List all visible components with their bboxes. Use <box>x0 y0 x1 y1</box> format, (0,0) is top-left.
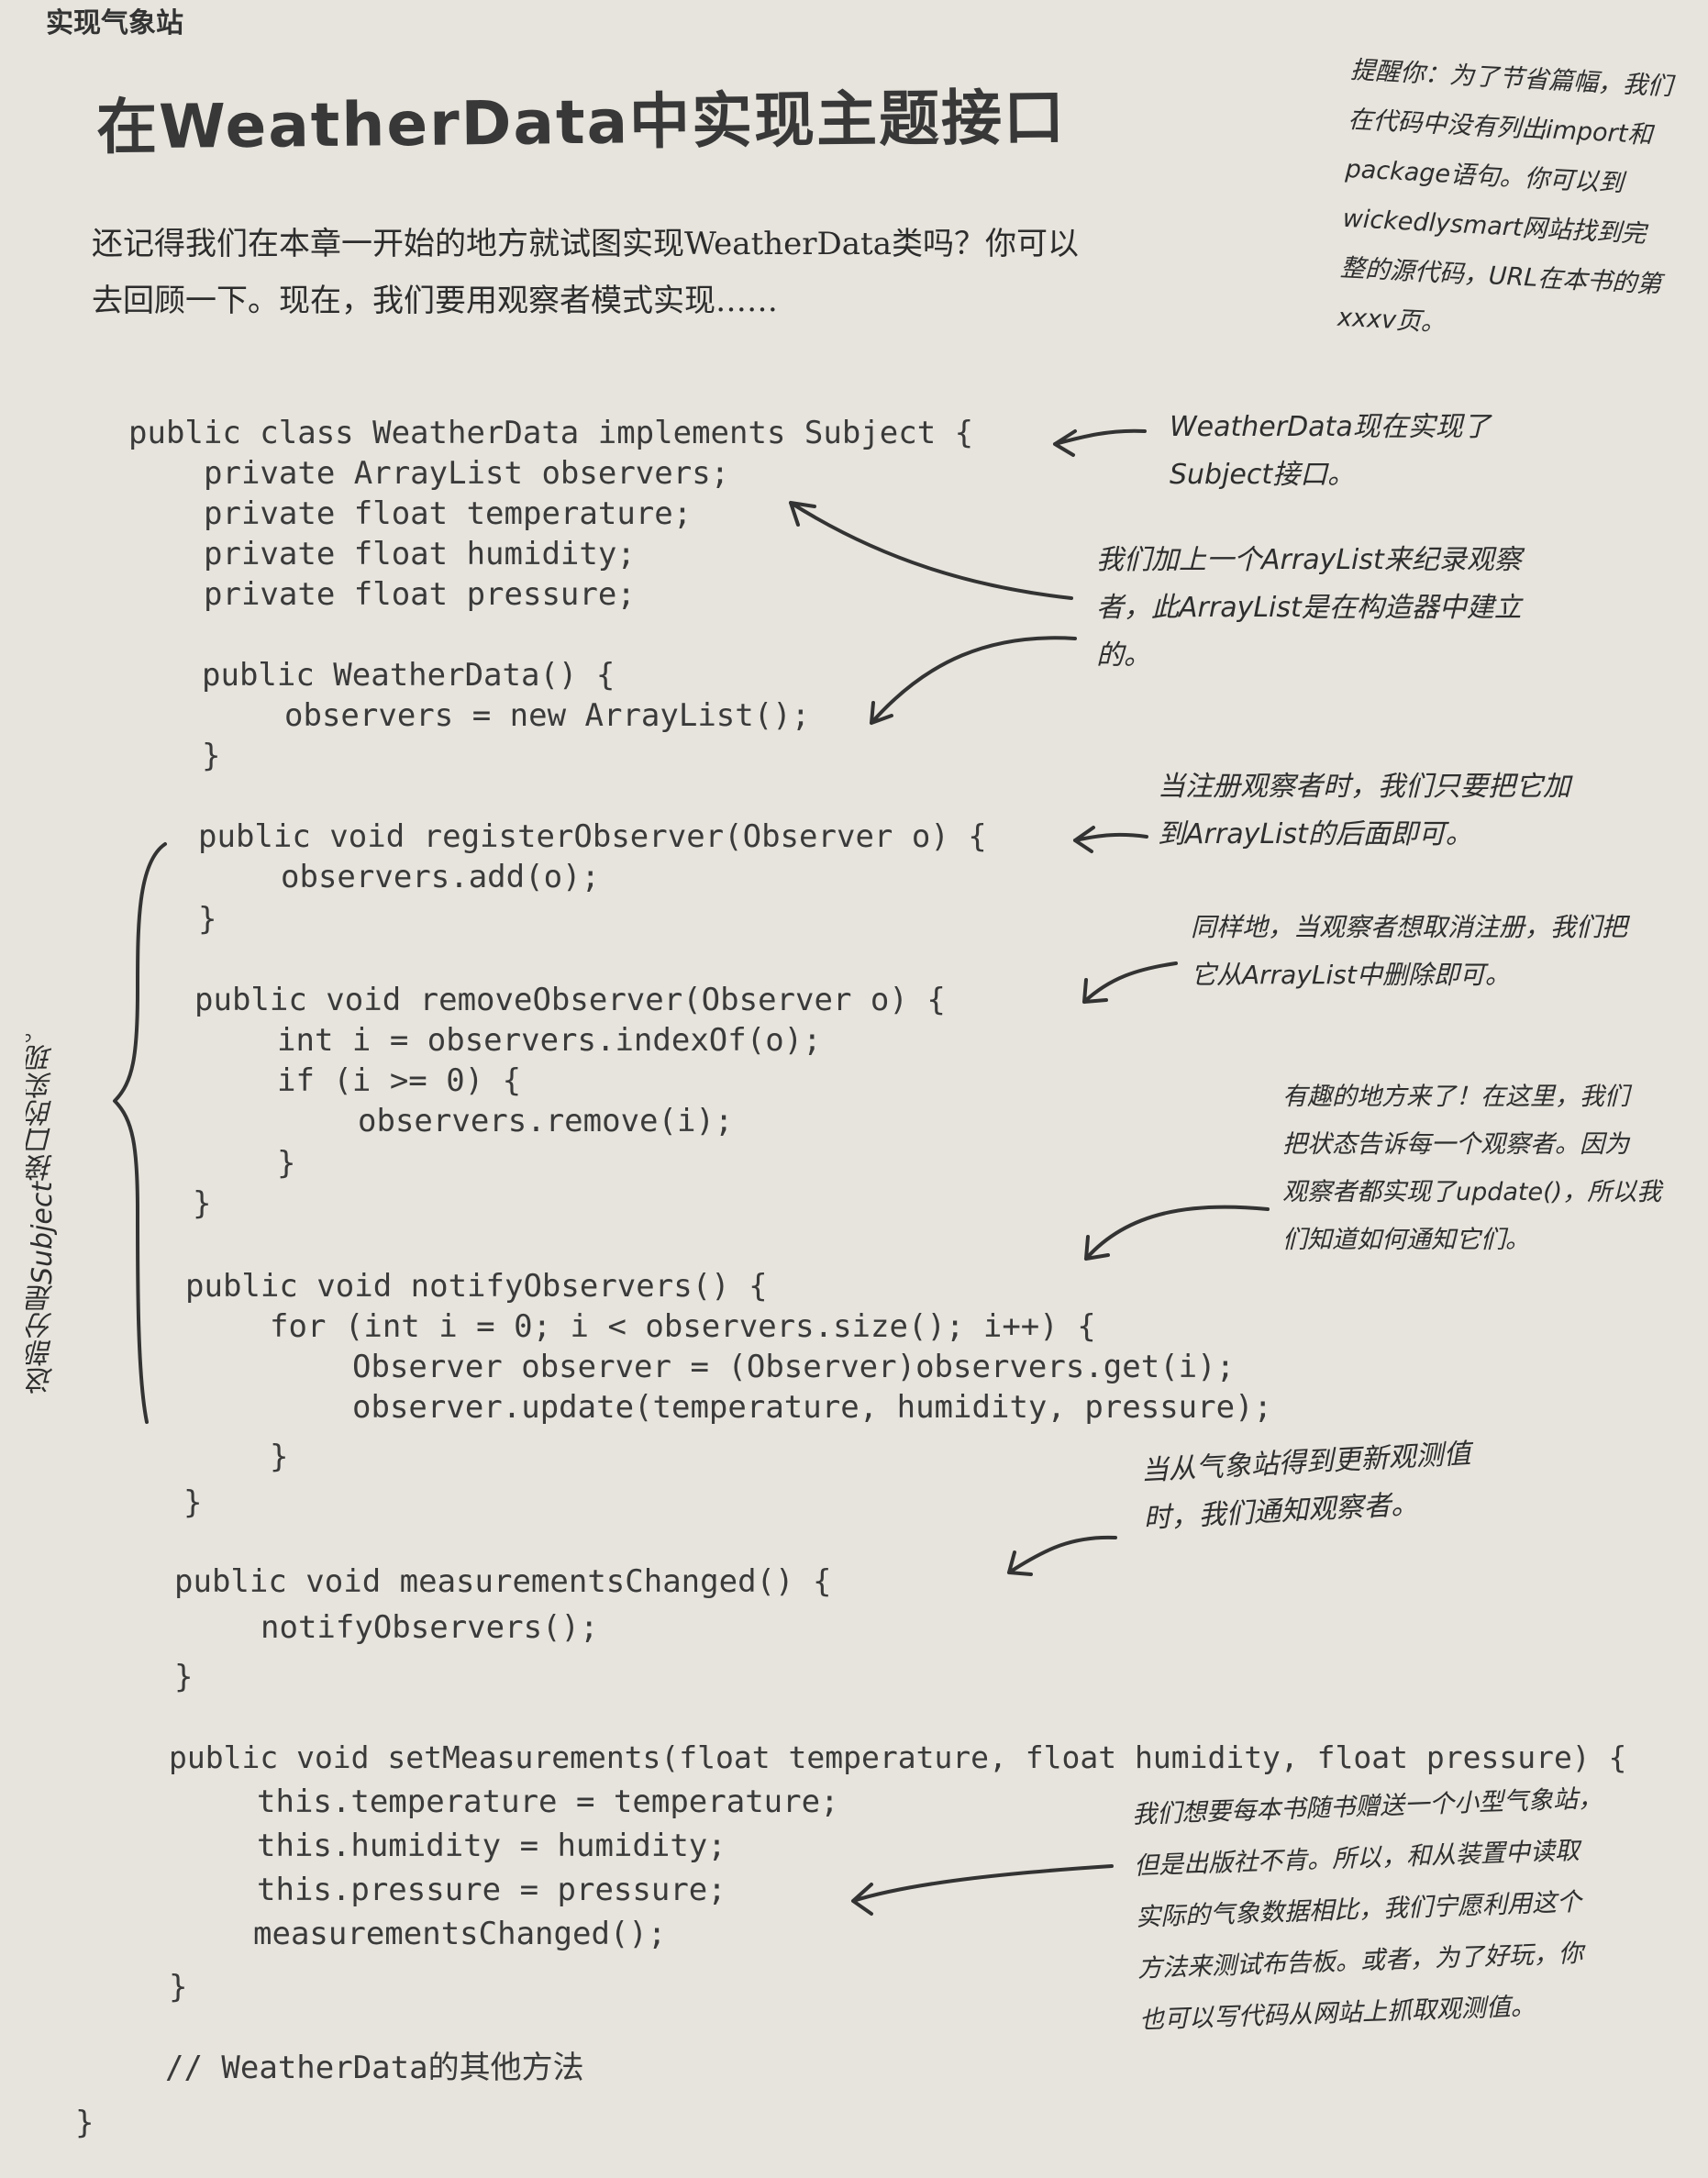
code-line: private float humidity; <box>204 536 636 572</box>
code-line: observers = new ArrayList(); <box>284 697 811 734</box>
intro-line-2: 去回顾一下。现在，我们要用观察者模式实现…… <box>92 283 778 319</box>
code-line: public void notifyObservers() { <box>185 1268 768 1305</box>
code-line: Observer observer = (Observer)observers.… <box>352 1349 1236 1385</box>
annotation-line: Subject接口。 <box>1170 459 1356 491</box>
code-line: private float pressure; <box>204 576 636 613</box>
code-line: public class WeatherData implements Subj… <box>128 415 974 451</box>
annotation-arraylist: 我们加上一个ArrayList来纪录观察 者，此ArrayList是在构造器中建… <box>1096 537 1610 680</box>
code-line: public WeatherData() { <box>202 657 616 694</box>
arrow-implements <box>1053 428 1147 457</box>
annotation-line: 到ArrayList的后面即可。 <box>1158 818 1473 850</box>
code-line: private ArrayList observers; <box>204 455 730 492</box>
arrow-measurements <box>1007 1535 1117 1576</box>
curly-brace <box>113 842 167 1424</box>
arrow-arraylist-field <box>789 501 1073 600</box>
annotation-line: 把状态告诉每一个观察者。因为 <box>1282 1130 1629 1159</box>
code-line: private float temperature; <box>204 495 693 532</box>
arrow-register <box>1073 826 1148 853</box>
annotation-line: 当注册观察者时，我们只要把它加 <box>1158 771 1570 803</box>
annotation-line: 的。 <box>1096 639 1151 672</box>
running-head: 实现气象站 <box>46 7 183 39</box>
code-line: } <box>202 738 221 774</box>
arrow-set-measurements <box>851 1864 1114 1916</box>
annotation-notify: 有趣的地方来了！在这里，我们 把状态告诉每一个观察者。因为 观察者都实现了upd… <box>1282 1073 1704 1264</box>
annotation-line: 者，此ArrayList是在构造器中建立 <box>1096 592 1522 624</box>
code-line: observer.update(temperature, humidity, p… <box>352 1389 1273 1426</box>
code-line: public void measurementsChanged() { <box>174 1563 832 1600</box>
annotation-implements: WeatherData现在实现了 Subject接口。 <box>1170 404 1555 499</box>
code-line: } <box>174 1659 194 1695</box>
annotation-register: 当注册观察者时，我们只要把它加 到ArrayList的后面即可。 <box>1158 763 1671 859</box>
code-line: for (int i = 0; i < observers.size(); i+… <box>270 1308 1096 1345</box>
code-line: } <box>183 1484 203 1521</box>
code-line: } <box>277 1145 296 1182</box>
annotation-line: WeatherData现在实现了 <box>1170 411 1491 443</box>
arrow-constructor <box>870 636 1077 725</box>
code-line: this.pressure = pressure; <box>257 1872 726 1908</box>
annotation-line: 我们加上一个ArrayList来纪录观察 <box>1096 544 1522 576</box>
code-line: notifyObservers(); <box>261 1609 599 1646</box>
annotation-line: 观察者都实现了update()，所以我 <box>1282 1178 1662 1206</box>
code-line: } <box>270 1439 289 1475</box>
arrow-remove <box>1082 961 1178 1004</box>
arrow-notify <box>1084 1205 1270 1261</box>
code-comment: // WeatherData的其他方法 <box>165 2050 584 2086</box>
code-line: int i = observers.indexOf(o); <box>277 1022 822 1059</box>
annotation-line: 同样地，当观察者想取消注册，我们把 <box>1191 912 1628 942</box>
intro-line-1: 还记得我们在本章一开始的地方就试图实现WeatherData类吗？你可以 <box>92 226 1079 262</box>
code-line: observers.add(o); <box>281 859 600 895</box>
code-line: } <box>75 2105 94 2141</box>
code-line: public void removeObserver(Observer o) { <box>194 982 946 1018</box>
code-line: public void registerObserver(Observer o)… <box>198 818 987 855</box>
annotation-remove: 同样地，当观察者想取消注册，我们把 它从ArrayList中删除即可。 <box>1191 904 1704 999</box>
code-line: measurementsChanged(); <box>253 1916 667 1952</box>
code-line: this.humidity = humidity; <box>257 1828 726 1864</box>
code-line: public void setMeasurements(float temper… <box>169 1739 1627 1775</box>
code-line: observers.remove(i); <box>358 1103 734 1139</box>
code-line: if (i >= 0) { <box>277 1062 522 1099</box>
code-line: } <box>169 1969 188 2006</box>
code-line: this.temperature = temperature; <box>257 1784 839 1820</box>
annotation-line: 它从ArrayList中删除即可。 <box>1191 960 1511 990</box>
annotation-line: 们知道如何通知它们。 <box>1282 1226 1530 1254</box>
intro-paragraph: 还记得我们在本章一开始的地方就试图实现WeatherData类吗？你可以 去回顾… <box>92 216 1238 329</box>
code-line: } <box>198 901 217 938</box>
code-line: } <box>193 1185 212 1222</box>
annotation-line: 有趣的地方来了！在这里，我们 <box>1282 1083 1629 1111</box>
